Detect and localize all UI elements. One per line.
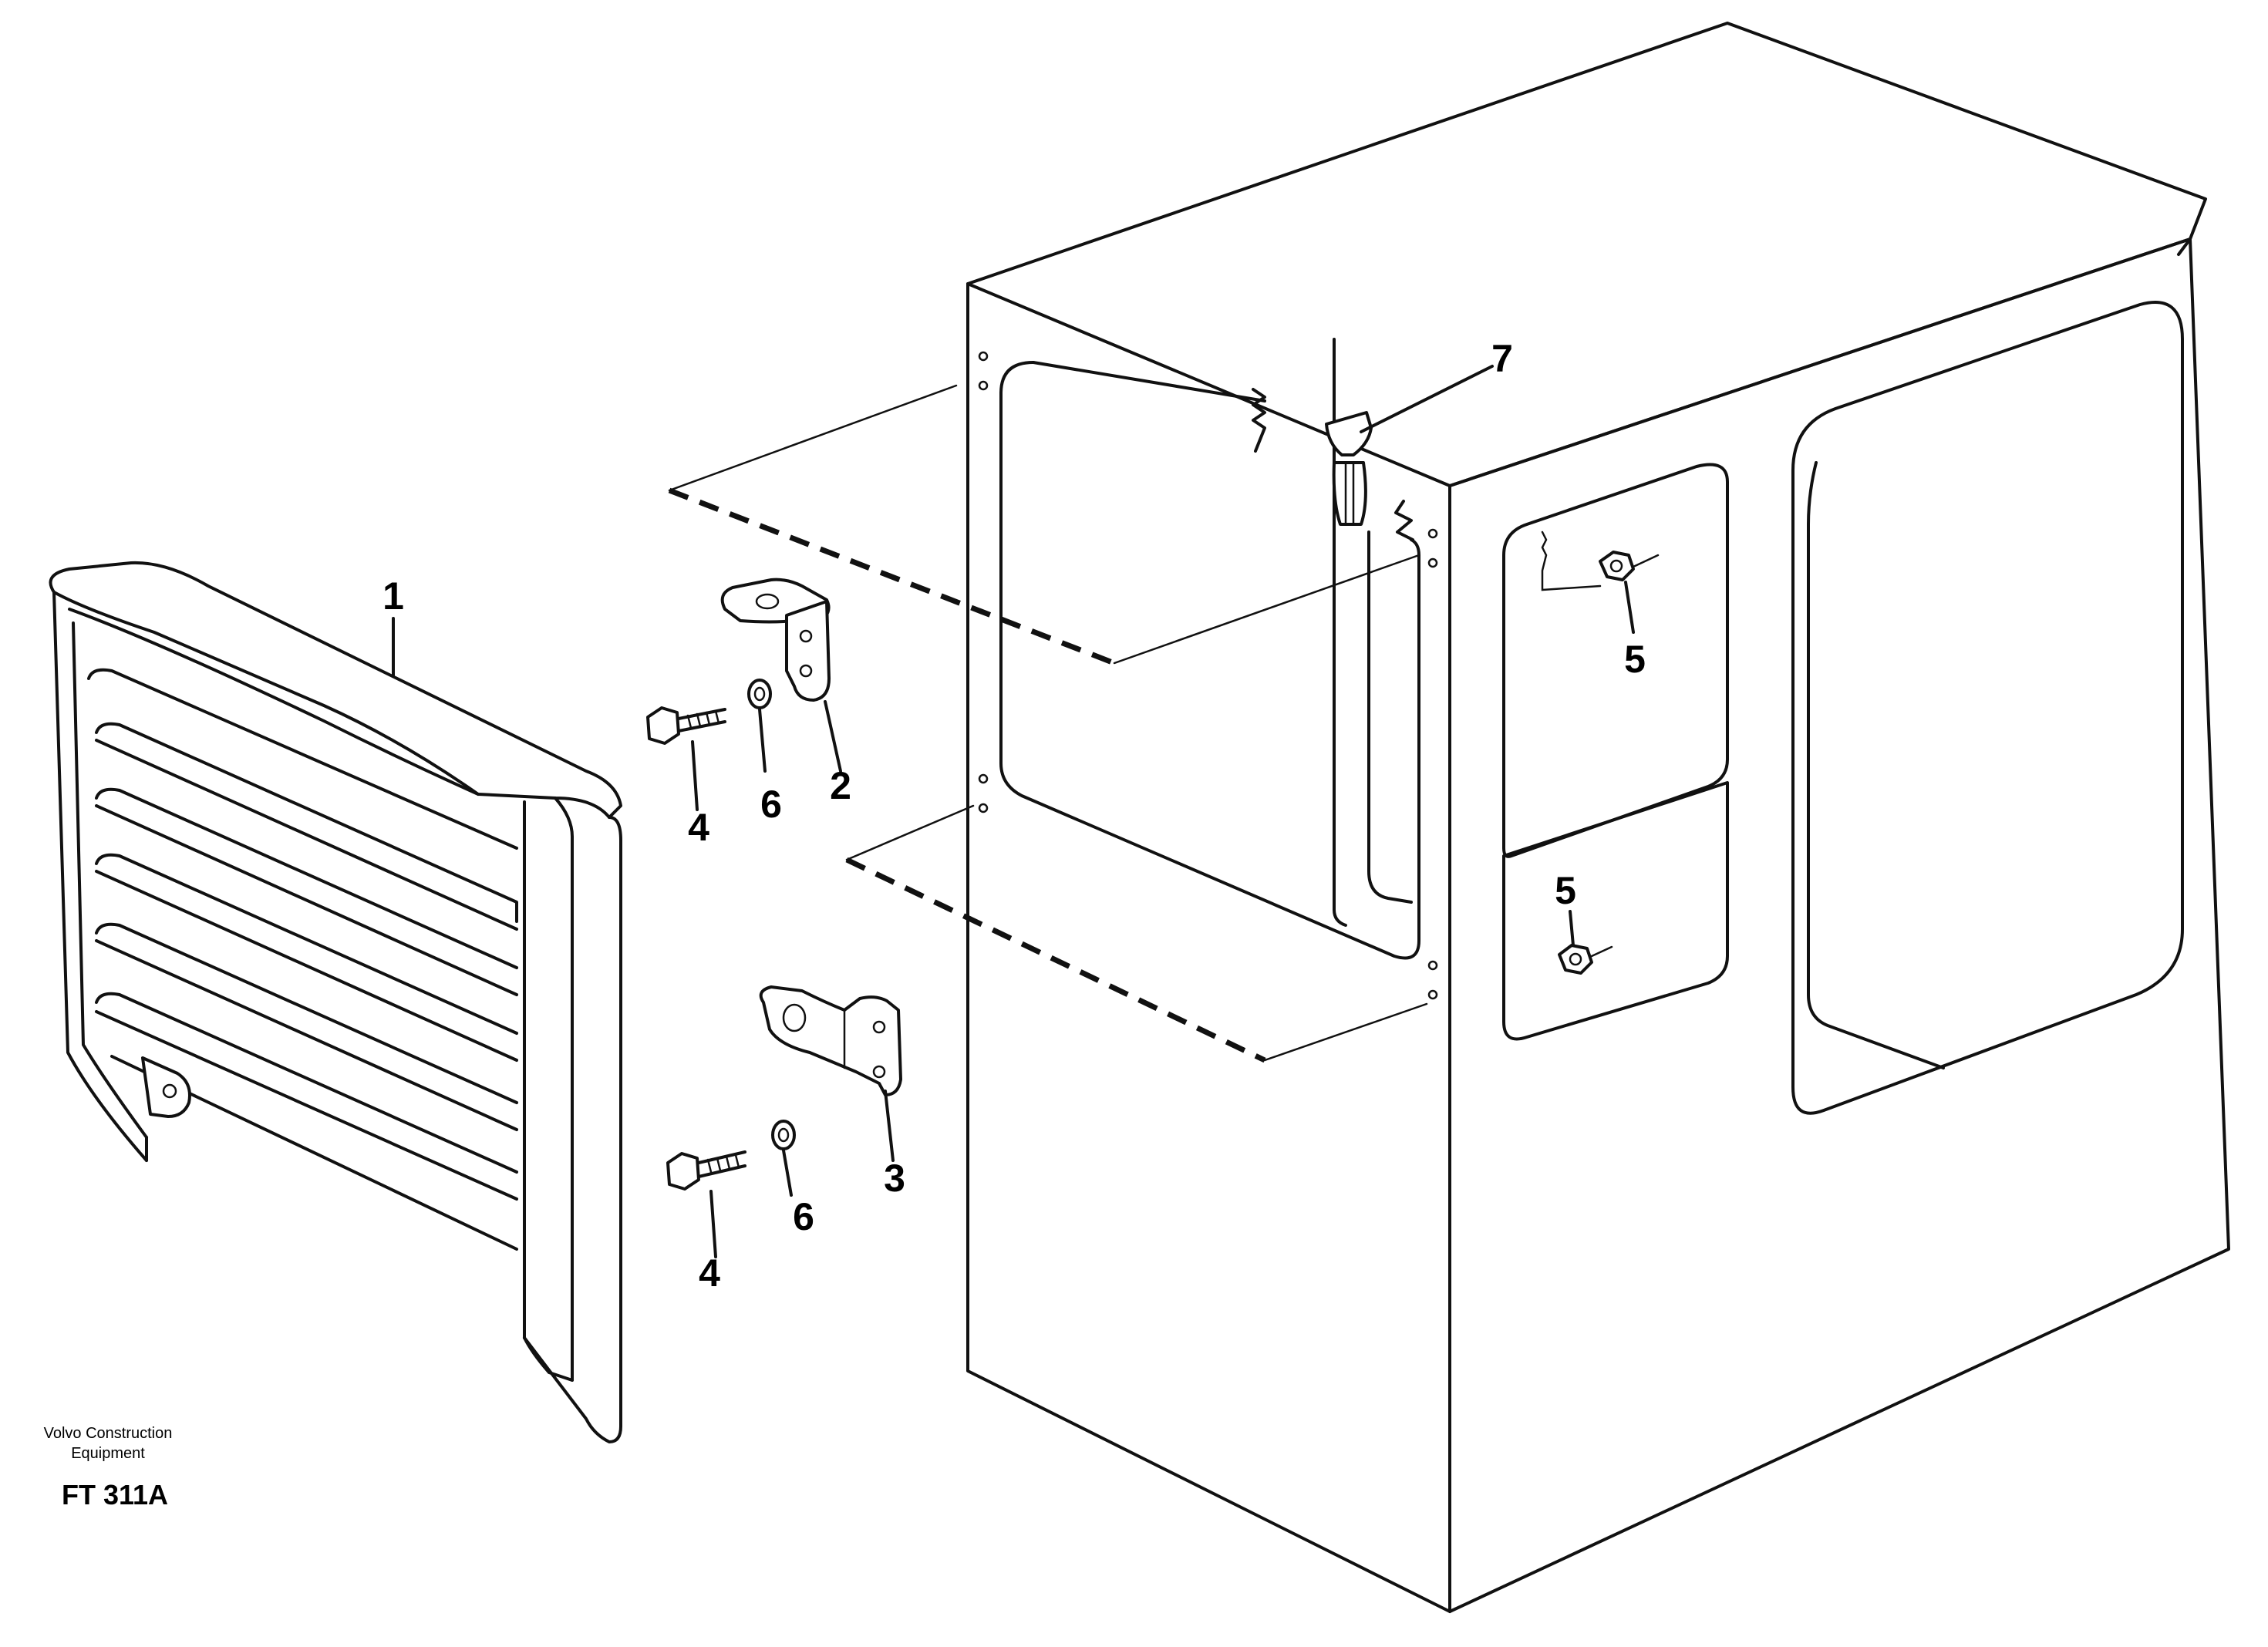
cab-body	[966, 22, 2230, 1613]
figure-code: FT 311A	[62, 1479, 169, 1511]
washer-upper	[747, 679, 772, 709]
callout-2: 2	[830, 764, 851, 807]
nut-lower	[1558, 944, 1613, 975]
lower-bracket	[759, 985, 902, 1096]
callout-labels: 1 2 3 4 4 5 5 6 6 7	[382, 337, 1646, 1295]
mounting-plane-lower	[845, 804, 1428, 1063]
callout-5-lower: 5	[1555, 869, 1576, 912]
upper-bracket	[720, 578, 831, 702]
callout-4-lower: 4	[699, 1251, 720, 1295]
callout-7: 7	[1491, 337, 1513, 380]
bolt-lower	[666, 1150, 746, 1191]
callout-5-upper: 5	[1624, 638, 1646, 681]
callout-3: 3	[884, 1157, 905, 1200]
protective-grille	[49, 561, 622, 1443]
publisher-credit-line2: Equipment	[71, 1445, 145, 1462]
nut-upper	[1541, 530, 1660, 591]
mounting-plane-upper	[668, 384, 1420, 666]
callout-4-upper: 4	[688, 806, 709, 849]
leader-lines	[392, 365, 1635, 1258]
callout-6-lower: 6	[793, 1195, 814, 1238]
callout-1: 1	[382, 574, 404, 618]
washer-lower	[771, 1120, 796, 1150]
callout-6-upper: 6	[760, 783, 782, 826]
publisher-credit-line1: Volvo Construction	[43, 1425, 173, 1442]
bolt-upper	[646, 706, 726, 745]
mounting-pin	[1325, 411, 1373, 526]
